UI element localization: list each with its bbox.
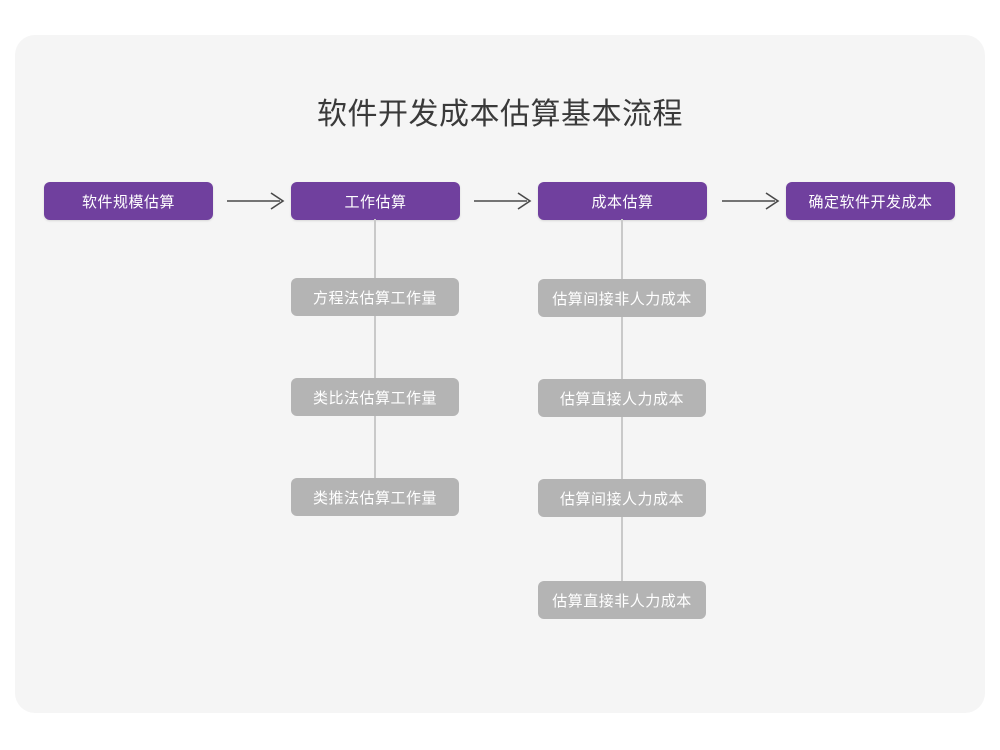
sub-node-indirect-labor-cost[interactable]: 估算间接人力成本 bbox=[538, 479, 706, 517]
connector-line-effort-branch bbox=[374, 219, 376, 497]
sub-node-inference-method[interactable]: 类推法估算工作量 bbox=[291, 478, 459, 516]
stage-node-cost-estimation[interactable]: 成本估算 bbox=[538, 182, 707, 220]
stage-node-software-scale-estimation[interactable]: 软件规模估算 bbox=[44, 182, 213, 220]
page-title: 软件开发成本估算基本流程 bbox=[317, 98, 683, 131]
sub-node-indirect-nonlabor-cost[interactable]: 估算间接非人力成本 bbox=[538, 279, 706, 317]
stage-node-determine-development-cost[interactable]: 确定软件开发成本 bbox=[786, 182, 955, 220]
stage-node-effort-estimation[interactable]: 工作估算 bbox=[291, 182, 460, 220]
diagram-card bbox=[15, 35, 985, 713]
right-arrow-icon bbox=[226, 188, 288, 214]
sub-node-direct-nonlabor-cost[interactable]: 估算直接非人力成本 bbox=[538, 581, 706, 619]
sub-node-direct-labor-cost[interactable]: 估算直接人力成本 bbox=[538, 379, 706, 417]
sub-node-analogy-method[interactable]: 类比法估算工作量 bbox=[291, 378, 459, 416]
right-arrow-icon bbox=[473, 188, 535, 214]
sub-node-equation-method[interactable]: 方程法估算工作量 bbox=[291, 278, 459, 316]
right-arrow-icon bbox=[721, 188, 783, 214]
